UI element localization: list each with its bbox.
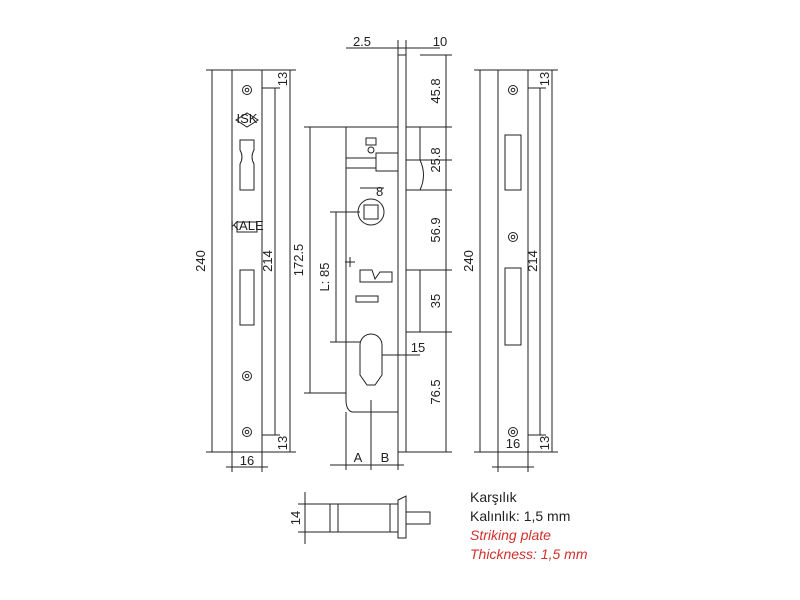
dim-2-5: 2.5 xyxy=(353,34,371,49)
caption-tr-title: Karşılık xyxy=(470,489,517,505)
side-view xyxy=(298,492,431,544)
dim-56-9: 56.9 xyxy=(428,217,443,242)
dim-172-5: 172.5 xyxy=(291,244,306,277)
dim-left-13-bottom: 13 xyxy=(275,436,290,450)
dim-10: 10 xyxy=(433,34,447,49)
dim-right-240: 240 xyxy=(461,250,476,272)
dim-right-13-top: 13 xyxy=(537,72,552,86)
dim-76-5: 76.5 xyxy=(428,379,443,404)
dim-25-8: 25.8 xyxy=(428,147,443,172)
dim-14: 14 xyxy=(288,511,303,525)
caption-en-thickness: Thickness: 1,5 mm xyxy=(470,546,588,562)
dim-left-13-top: 13 xyxy=(275,72,290,86)
dim-l85: L: 85 xyxy=(317,263,332,292)
caption-en-title: Striking plate xyxy=(470,527,551,543)
dim-left-16: 16 xyxy=(240,453,254,468)
dim-35: 35 xyxy=(428,294,443,308)
dim-right-13-bottom: 13 xyxy=(537,436,552,450)
right-striking-plate xyxy=(474,69,558,472)
kale-logo-text: KALE xyxy=(230,218,264,233)
dim-left-214: 214 xyxy=(260,250,275,272)
dim-15: 15 xyxy=(411,340,425,355)
caption-block: Karşılık Kalınlık: 1,5 mm Striking plate… xyxy=(470,488,587,564)
dim-45-8: 45.8 xyxy=(428,78,443,103)
dim-b: B xyxy=(381,450,390,465)
left-striking-plate xyxy=(206,69,296,472)
dim-right-16: 16 xyxy=(506,436,520,451)
dim-8: 8 xyxy=(376,184,383,199)
dim-right-214: 214 xyxy=(525,250,540,272)
lock-body xyxy=(304,40,452,470)
dim-a: A xyxy=(354,450,363,465)
caption-tr-thickness: Kalınlık: 1,5 mm xyxy=(470,508,571,524)
dim-left-240: 240 xyxy=(193,250,208,272)
isk-logo-text: ISK xyxy=(237,111,258,126)
